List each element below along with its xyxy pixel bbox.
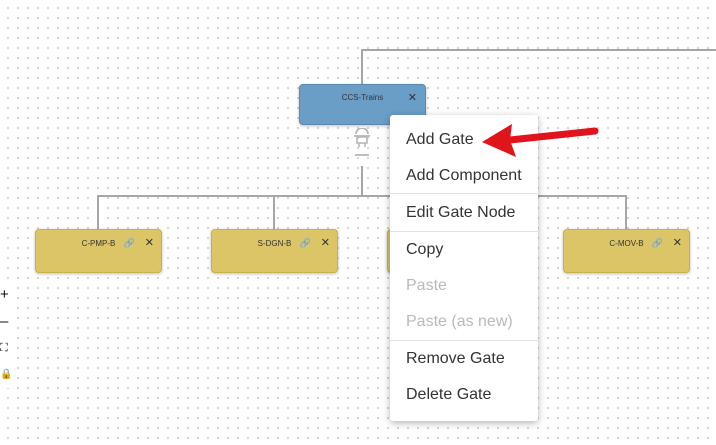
zoom-controls: + – ⛶ 🔒: [0, 282, 14, 388]
menu-item-add-component[interactable]: Add Component: [406, 167, 522, 184]
component-node-c-pmp-b[interactable]: C-PMP-B 🔗 ✕: [35, 229, 162, 273]
menu-item-paste-as-new: Paste (as new): [406, 313, 513, 330]
link-icon[interactable]: 🔗: [299, 238, 311, 248]
menu-item-copy[interactable]: Copy: [406, 241, 444, 258]
link-icon[interactable]: 🔗: [651, 238, 663, 248]
zoom-out-button[interactable]: –: [0, 312, 9, 330]
component-node-label: S-DGN-B: [257, 239, 292, 248]
menu-item-edit-gate-node[interactable]: Edit Gate Node: [406, 204, 516, 221]
component-node-c-mov-b[interactable]: C-MOV-B 🔗 ✕: [563, 229, 690, 273]
menu-item-add-gate[interactable]: Add Gate: [406, 131, 474, 148]
component-node-label: C-MOV-B: [609, 239, 644, 248]
fit-view-button[interactable]: ⛶: [0, 342, 8, 354]
lock-button[interactable]: 🔒: [0, 368, 13, 380]
link-icon[interactable]: 🔗: [123, 238, 135, 248]
close-icon[interactable]: ✕: [407, 92, 417, 104]
gate-node-label: CCS-Trains: [341, 93, 384, 102]
context-menu: Add Gate Add Component Edit Gate Node Co…: [390, 115, 538, 421]
close-icon[interactable]: ✕: [320, 237, 330, 249]
menu-item-paste: Paste: [406, 277, 447, 294]
close-icon[interactable]: ✕: [144, 237, 154, 249]
menu-item-remove-gate[interactable]: Remove Gate: [406, 350, 505, 367]
menu-divider: [390, 340, 538, 341]
menu-divider: [390, 193, 538, 194]
menu-divider: [390, 231, 538, 232]
close-icon[interactable]: ✕: [672, 237, 682, 249]
gate-node-ccs-trains[interactable]: CCS-Trains ✕: [299, 84, 426, 125]
menu-item-delete-gate[interactable]: Delete Gate: [406, 386, 492, 403]
component-node-s-dgn-b[interactable]: S-DGN-B 🔗 ✕: [211, 229, 338, 273]
plug-icon[interactable]: [352, 128, 372, 158]
component-node-label: C-PMP-B: [81, 239, 116, 248]
zoom-in-button[interactable]: +: [0, 286, 9, 303]
